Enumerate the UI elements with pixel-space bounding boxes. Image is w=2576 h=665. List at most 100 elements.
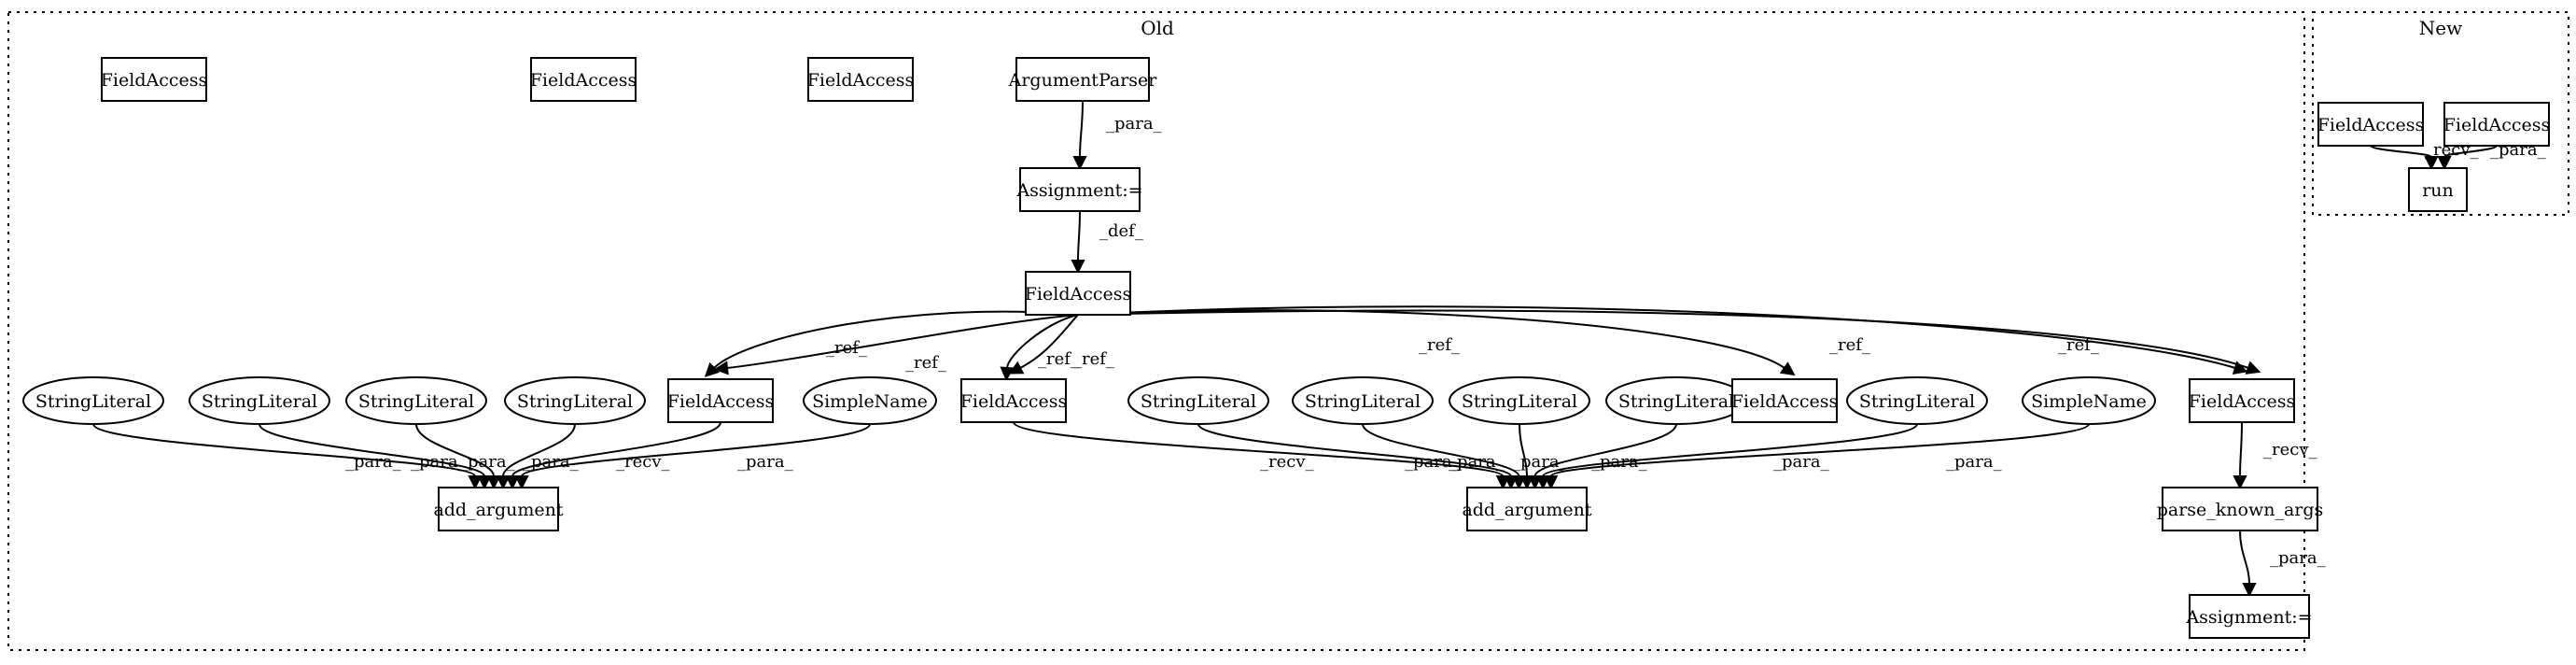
edge-faA-add1: _recv_	[505, 421, 721, 490]
cluster-old-label: Old	[1141, 17, 1174, 39]
edge-label: _para_	[345, 452, 401, 472]
edge-sl9-add2: _para_	[1535, 423, 1918, 490]
edge-line	[1013, 421, 1505, 477]
node-add2[interactable]: add_argument	[1462, 487, 1592, 531]
edge-as1-faH: _def_	[1071, 210, 1143, 275]
node-label: StringLiteral	[1618, 391, 1734, 412]
node-label: StringLiteral	[202, 391, 317, 412]
node-box	[1019, 167, 1141, 212]
edge-arrowhead	[2245, 361, 2261, 375]
edge-arrowhead	[2232, 361, 2248, 375]
edge-arrowhead	[496, 475, 511, 490]
node-sl2[interactable]: StringLiteral	[189, 376, 330, 425]
edge-label: _ref_	[1419, 335, 1460, 355]
node-box	[1025, 271, 1131, 316]
edge-label: _recv_	[616, 452, 670, 472]
node-sl7[interactable]: StringLiteral	[1449, 376, 1590, 425]
node-label: FieldAccess	[2317, 115, 2425, 135]
edge-label: _ref_	[1038, 349, 1079, 369]
node-sl4[interactable]: StringLiteral	[504, 376, 646, 425]
node-faC[interactable]: FieldAccess	[1731, 378, 1839, 423]
edge-line	[2443, 145, 2498, 158]
edge-faH-faA: _ref_	[713, 314, 1079, 375]
node-ap[interactable]: ArgumentParser	[1008, 57, 1158, 102]
node-box	[2408, 167, 2468, 212]
node-label: StringLiteral	[1859, 391, 1975, 412]
node-ellipse	[504, 376, 646, 425]
edge-line	[1197, 423, 1512, 477]
node-label: run	[2422, 180, 2454, 201]
edge-label: _ref_	[905, 353, 946, 373]
node-faH[interactable]: FieldAccess	[1025, 271, 1132, 316]
node-label: FieldAccess	[1025, 284, 1132, 304]
node-label: Assignment:=	[2185, 607, 2312, 628]
edge-line	[1542, 423, 1918, 477]
node-sn1[interactable]: SimpleName	[803, 376, 937, 425]
node-ellipse	[1127, 376, 1269, 425]
node-run[interactable]: run	[2408, 167, 2468, 212]
node-ellipse	[22, 376, 164, 425]
edge-label: _para_	[737, 452, 793, 472]
edge-sl5-add2: _para_	[1197, 423, 1519, 490]
node-label: StringLiteral	[358, 391, 474, 412]
node-add1[interactable]: add_argument	[433, 487, 564, 531]
node-box	[667, 378, 774, 423]
node-pka[interactable]: parse_known_args	[2157, 487, 2324, 531]
edge-faH-faD: _ref_	[1077, 309, 2261, 375]
node-label: FieldAccess	[807, 70, 915, 91]
edge-pka-as2: _para_	[2239, 530, 2326, 598]
edge-sn2-add2: _para_	[1544, 423, 2090, 490]
node-fa1[interactable]: FieldAccess	[101, 57, 208, 102]
edge-arrowhead	[2437, 156, 2452, 171]
node-sl6[interactable]: StringLiteral	[1292, 376, 1434, 425]
node-sl1[interactable]: StringLiteral	[22, 376, 164, 425]
node-nfa2[interactable]: FieldAccess	[2443, 102, 2551, 147]
node-box	[2443, 102, 2550, 147]
node-sl9[interactable]: StringLiteral	[1846, 376, 1988, 425]
node-ellipse	[1292, 376, 1434, 425]
edge-arrowhead	[704, 361, 721, 377]
edge-label: _recv_	[2263, 440, 2317, 460]
node-faA[interactable]: FieldAccess	[667, 378, 775, 423]
node-faB[interactable]: FieldAccess	[960, 378, 1068, 423]
edge-line	[2239, 530, 2250, 585]
edge-label: _para_	[1449, 452, 1505, 472]
edge-faH-faC: _ref_	[1077, 309, 1796, 376]
edge-ap-as1: _para_	[1072, 100, 1162, 171]
node-label: add_argument	[1462, 500, 1591, 520]
cluster-new-frame	[2312, 11, 2569, 216]
edge-arrowhead	[2242, 583, 2257, 598]
edge-line	[1362, 423, 1520, 477]
node-nfa1[interactable]: FieldAccess	[2317, 102, 2425, 147]
edge-arrowhead	[2233, 475, 2247, 490]
node-sl8[interactable]: StringLiteral	[1605, 376, 1747, 425]
node-sn2[interactable]: SimpleName	[2022, 376, 2156, 425]
cluster-old-frame	[7, 11, 2305, 651]
edge-line	[2239, 421, 2243, 477]
node-faD[interactable]: FieldAccess	[2189, 378, 2296, 423]
node-label: add_argument	[433, 500, 563, 520]
node-as2[interactable]: Assignment:=	[2185, 594, 2313, 639]
node-box	[530, 57, 637, 102]
edge-label: _para_	[1405, 452, 1461, 472]
node-sl3[interactable]: StringLiteral	[345, 376, 487, 425]
edge-line	[1019, 314, 1079, 369]
node-ellipse	[2022, 376, 2156, 425]
node-label: FieldAccess	[2443, 115, 2551, 135]
node-label: FieldAccess	[530, 70, 637, 91]
node-as1[interactable]: Assignment:=	[1015, 167, 1143, 212]
edge-sl3-add1: _para_	[415, 423, 515, 490]
node-sl5[interactable]: StringLiteral	[1127, 376, 1269, 425]
edge-line	[726, 314, 1079, 369]
node-fa2[interactable]: FieldAccess	[530, 57, 637, 102]
edge-line	[1077, 210, 1081, 262]
edge-label: _para_	[1106, 114, 1162, 134]
node-fa3[interactable]: FieldAccess	[807, 57, 915, 102]
edge-label: _recv_	[1260, 452, 1314, 472]
node-label: StringLiteral	[1305, 391, 1421, 412]
edge-arrowhead	[713, 361, 729, 375]
cluster-new-label: New	[2419, 17, 2462, 39]
node-label: StringLiteral	[517, 391, 633, 412]
edge-label: _para_	[1512, 452, 1568, 472]
edge-line	[1077, 305, 2236, 369]
